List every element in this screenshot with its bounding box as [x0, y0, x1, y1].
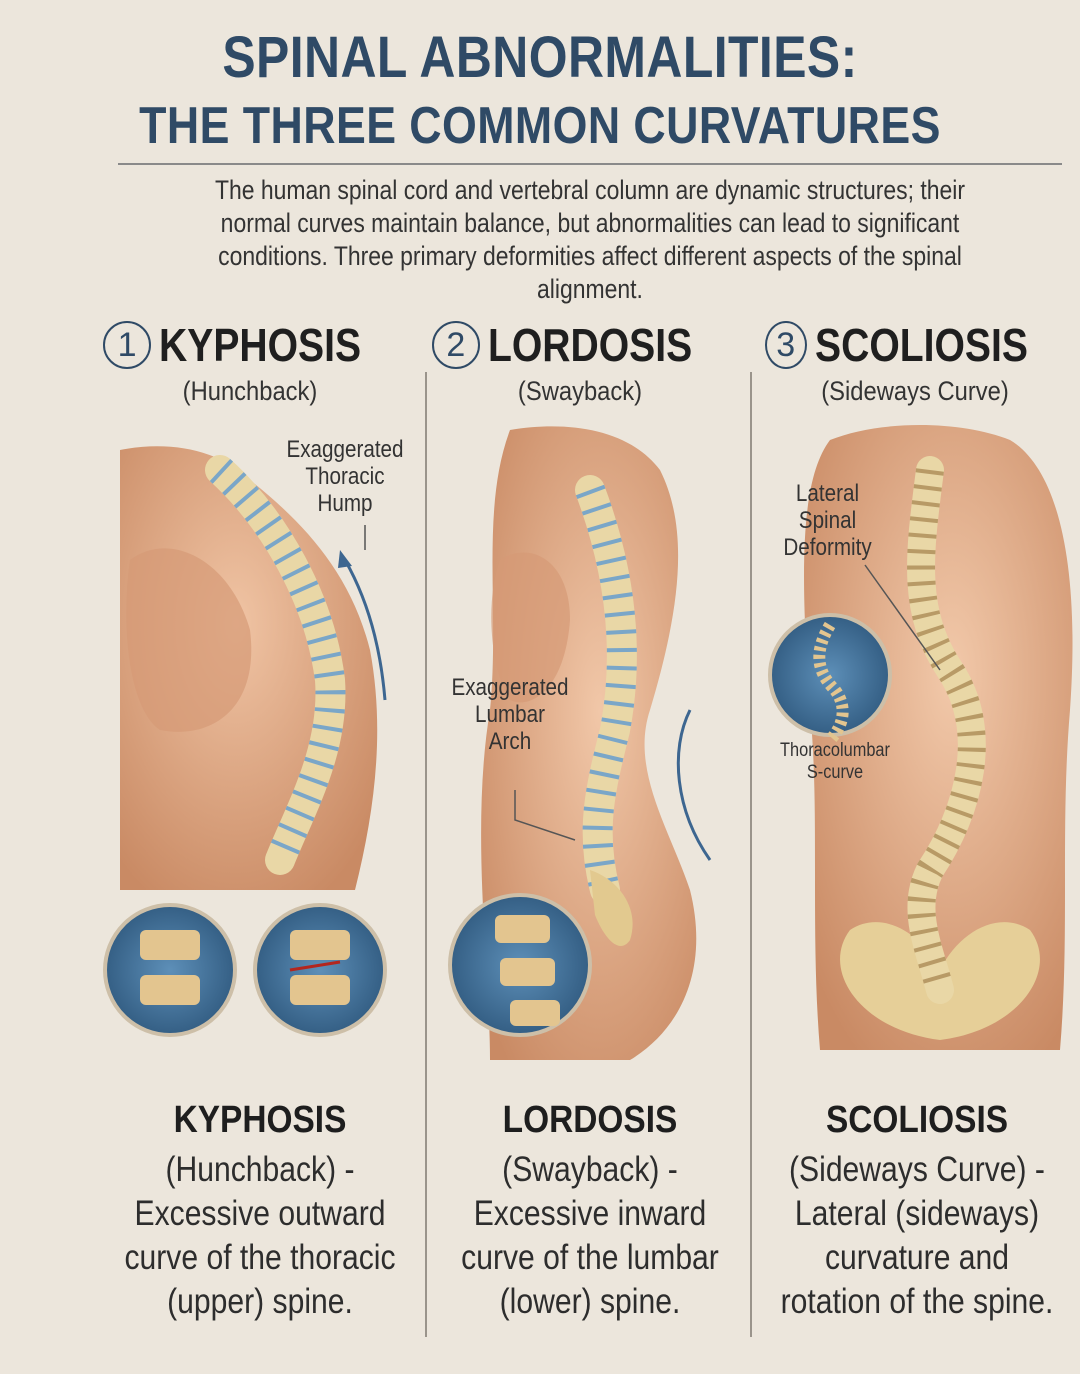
callout-line: Hump — [317, 490, 373, 517]
kyphosis-callout: Exaggerated Thoracic Hump — [268, 436, 423, 517]
arm-silhouette — [491, 552, 570, 703]
lordosis-illustration — [448, 426, 712, 1060]
lordosis-header: 2 LORDOSIS (Swayback) — [430, 318, 730, 407]
description-title: LORDOSIS — [502, 1099, 678, 1141]
callout-line: Thoracic — [305, 463, 385, 490]
intro-line: normal curves maintain balance, but abno… — [220, 208, 960, 238]
vertebra-inset — [103, 903, 237, 1037]
description-line: (Swayback) - — [502, 1150, 678, 1189]
callout-line: Thoracolumbar — [780, 740, 890, 761]
callout-line: Exaggerated — [286, 436, 404, 463]
description-line: (lower) spine. — [499, 1282, 681, 1321]
condition-name: SCOLIOSIS — [814, 319, 1028, 371]
callout-line: Lumbar — [475, 701, 545, 728]
callout-line: Exaggerated — [451, 674, 569, 701]
number-badge: 3 — [765, 321, 807, 369]
description-line: curvature and — [824, 1238, 1010, 1277]
number-badge: 1 — [103, 321, 152, 369]
condition-name: LORDOSIS — [487, 319, 693, 371]
description-line: curve of the lumbar — [461, 1238, 719, 1277]
scoliosis-callout-deformity: Lateral Spinal Deformity — [769, 480, 885, 561]
callout-line: S-curve — [806, 762, 864, 783]
description-line: (Hunchback) - — [165, 1150, 355, 1189]
description-line: (upper) spine. — [167, 1282, 353, 1321]
condition-name: KYPHOSIS — [159, 319, 362, 371]
intro-text: The human spinal cord and vertebral colu… — [174, 174, 1007, 306]
callout-leader — [514, 790, 576, 841]
callout-leader — [864, 564, 941, 671]
arrow-head-icon — [338, 550, 352, 568]
lumbar-arrow — [676, 709, 712, 861]
scoliosis-header: 3 SCOLIOSIS (Sideways Curve) — [765, 318, 1065, 407]
kyphosis-header: 1 KYPHOSIS (Hunchback) — [100, 318, 400, 407]
back-silhouette — [804, 425, 1073, 1050]
kyphosis-illustration — [103, 446, 387, 1037]
scoliosis-callout-scurve: Thoracolumbar S-curve — [771, 740, 900, 784]
callout-line: Deformity — [783, 534, 872, 561]
shoulder-silhouette — [126, 548, 252, 732]
description-line: (Sideways Curve) - — [789, 1150, 1045, 1189]
description-line: Excessive outward — [134, 1194, 386, 1233]
scoliosis-illustration — [768, 425, 1073, 1050]
column-divider — [750, 372, 752, 1337]
callout-line: Arch — [488, 728, 532, 755]
spine-column — [575, 475, 637, 905]
intro-line: conditions. Three primary deformities af… — [218, 241, 962, 304]
page-title: SPINAL ABNORMALITIES: — [222, 25, 858, 90]
description-line: rotation of the spine. — [780, 1282, 1054, 1321]
kyphosis-description: KYPHOSIS (Hunchback) - Excessive outward… — [95, 1098, 425, 1324]
condition-subtitle: (Sideways Curve) — [821, 376, 1009, 406]
description-line: Lateral (sideways) — [794, 1194, 1040, 1233]
hump-arrow — [343, 559, 387, 701]
condition-subtitle: (Hunchback) — [182, 376, 318, 406]
condition-subtitle: (Swayback) — [517, 376, 643, 406]
lordosis-description: LORDOSIS (Swayback) - Excessive inward c… — [425, 1098, 755, 1324]
number-badge: 2 — [431, 321, 480, 369]
lordosis-callout: Exaggerated Lumbar Arch — [441, 674, 579, 755]
sacrum-shape — [590, 870, 633, 946]
vertebra-inset — [253, 903, 387, 1037]
spine-column — [907, 456, 986, 1004]
spine-column — [205, 455, 346, 875]
title-divider — [118, 163, 1062, 165]
callout-line: Spinal — [798, 507, 857, 534]
description-line: Excessive inward — [473, 1194, 707, 1233]
intro-line: The human spinal cord and vertebral colu… — [214, 175, 966, 205]
description-title: KYPHOSIS — [173, 1099, 347, 1141]
description-line: curve of the thoracic — [124, 1238, 396, 1277]
column-divider — [425, 372, 427, 1337]
callout-line: Lateral — [795, 480, 860, 507]
description-title: SCOLIOSIS — [825, 1099, 1009, 1141]
page-subtitle: THE THREE COMMON CURVATURES — [139, 97, 941, 155]
scoliosis-description: SCOLIOSIS (Sideways Curve) - Lateral (si… — [752, 1098, 1080, 1324]
